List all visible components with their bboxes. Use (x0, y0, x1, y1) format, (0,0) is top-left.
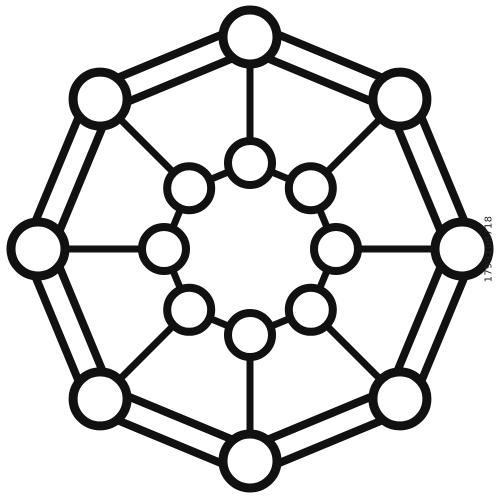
inner-node (284, 162, 337, 215)
outer-node (6, 217, 70, 281)
outer-node (218, 429, 282, 493)
outer-node (68, 367, 132, 431)
inner-node (224, 137, 276, 189)
outer-node (368, 367, 432, 431)
inner-nodes-layer (138, 137, 362, 361)
side-id-text: 1799108718 (483, 215, 495, 283)
outer-nodes-layer (6, 5, 494, 493)
outer-node (68, 67, 132, 131)
outer-node (218, 5, 282, 69)
inner-node (138, 223, 190, 275)
inner-node (163, 283, 216, 336)
outer-node (430, 217, 494, 281)
inner-node (163, 162, 216, 215)
inner-node (284, 283, 337, 336)
inner-node (224, 309, 276, 361)
inner-node (310, 223, 362, 275)
outer-node (368, 67, 432, 131)
